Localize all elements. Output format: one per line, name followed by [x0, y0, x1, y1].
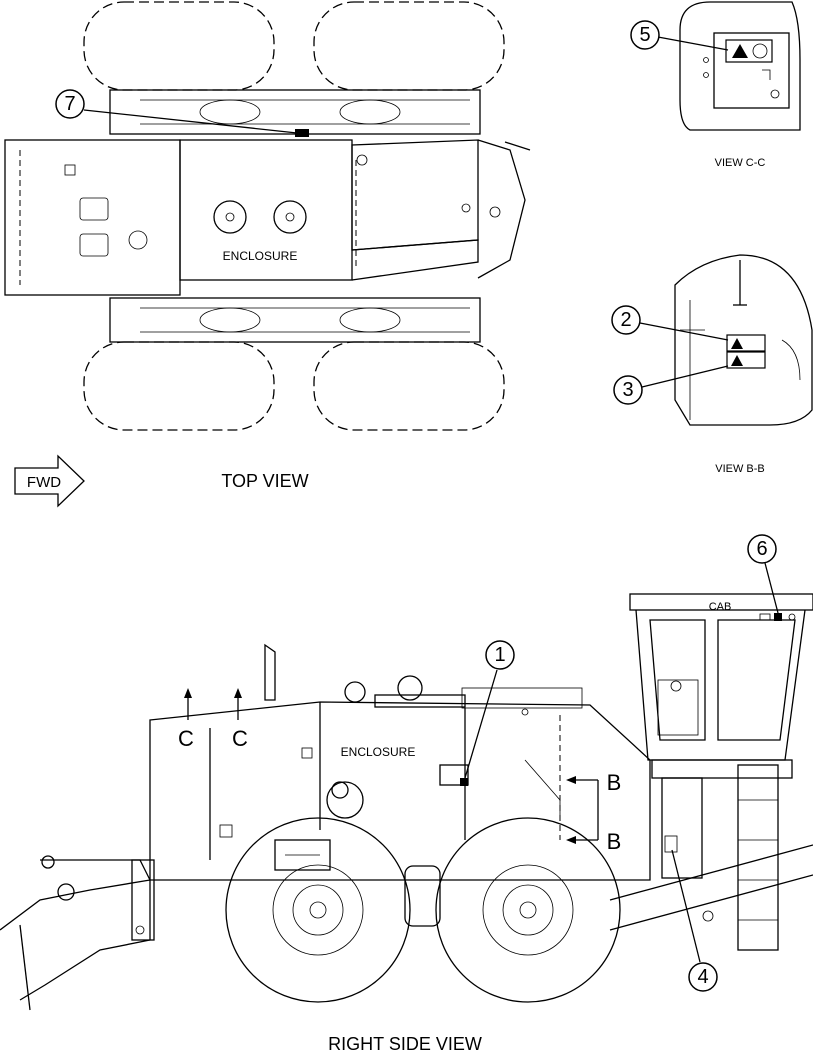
rear-hood	[4, 139, 181, 296]
section-b-upper: B	[607, 770, 622, 795]
frame-rail-lower	[109, 297, 481, 343]
tire-top-left-rear	[83, 341, 275, 431]
cab-label: CAB	[709, 601, 732, 613]
tire-top-right-front	[313, 1, 505, 91]
view-c-title: VIEW C-C	[715, 157, 766, 169]
top-view: ENCLOSURE 7 FWD TOP VIEW	[4, 1, 531, 508]
callout-5: 5	[630, 20, 729, 51]
callout-3: 3	[613, 365, 729, 405]
callout-6: 6	[747, 534, 779, 614]
decal-5-marker	[725, 39, 773, 63]
view-b-b: 2 3 VIEW B-B	[611, 254, 813, 475]
enclosure-top-label: ENCLOSURE	[223, 249, 298, 263]
decal-7-marker	[295, 129, 309, 137]
svg-text:2: 2	[620, 309, 631, 331]
svg-text:5: 5	[639, 24, 650, 46]
svg-text:7: 7	[64, 93, 75, 115]
callout-2: 2	[611, 305, 729, 341]
svg-text:3: 3	[622, 379, 633, 401]
tire-top-right-rear	[313, 341, 505, 431]
svg-text:1: 1	[494, 644, 505, 666]
callout-1: 1	[464, 640, 515, 779]
tire-side-rear	[225, 817, 411, 1003]
decal-1-marker	[460, 778, 468, 786]
svg-text:4: 4	[697, 966, 708, 988]
svg-text:6: 6	[756, 538, 767, 560]
right-side-view-title: RIGHT SIDE VIEW	[328, 1034, 482, 1054]
section-b-lower: B	[607, 829, 622, 854]
cab: CAB	[629, 593, 813, 951]
fwd-arrow: FWD	[14, 454, 85, 508]
tire-top-left-front	[83, 1, 275, 91]
callout-4: 4	[671, 849, 718, 992]
decal-4-marker	[664, 835, 678, 853]
view-c-c: 5 VIEW C-C	[630, 1, 801, 169]
front-panel	[351, 139, 479, 251]
view-b-title: VIEW B-B	[715, 463, 765, 475]
fwd-label: FWD	[27, 474, 61, 491]
frame-rail-upper	[109, 89, 481, 135]
section-c-left: C	[178, 726, 194, 751]
section-c-right: C	[232, 726, 248, 751]
top-view-title: TOP VIEW	[221, 471, 308, 491]
enclosure-side-label: ENCLOSURE	[341, 745, 416, 759]
decal-6-marker	[774, 613, 782, 621]
right-side-view: ENCLOSURE C C B B	[0, 534, 813, 1054]
tire-side-front	[435, 817, 621, 1003]
callout-7: 7	[55, 89, 298, 134]
